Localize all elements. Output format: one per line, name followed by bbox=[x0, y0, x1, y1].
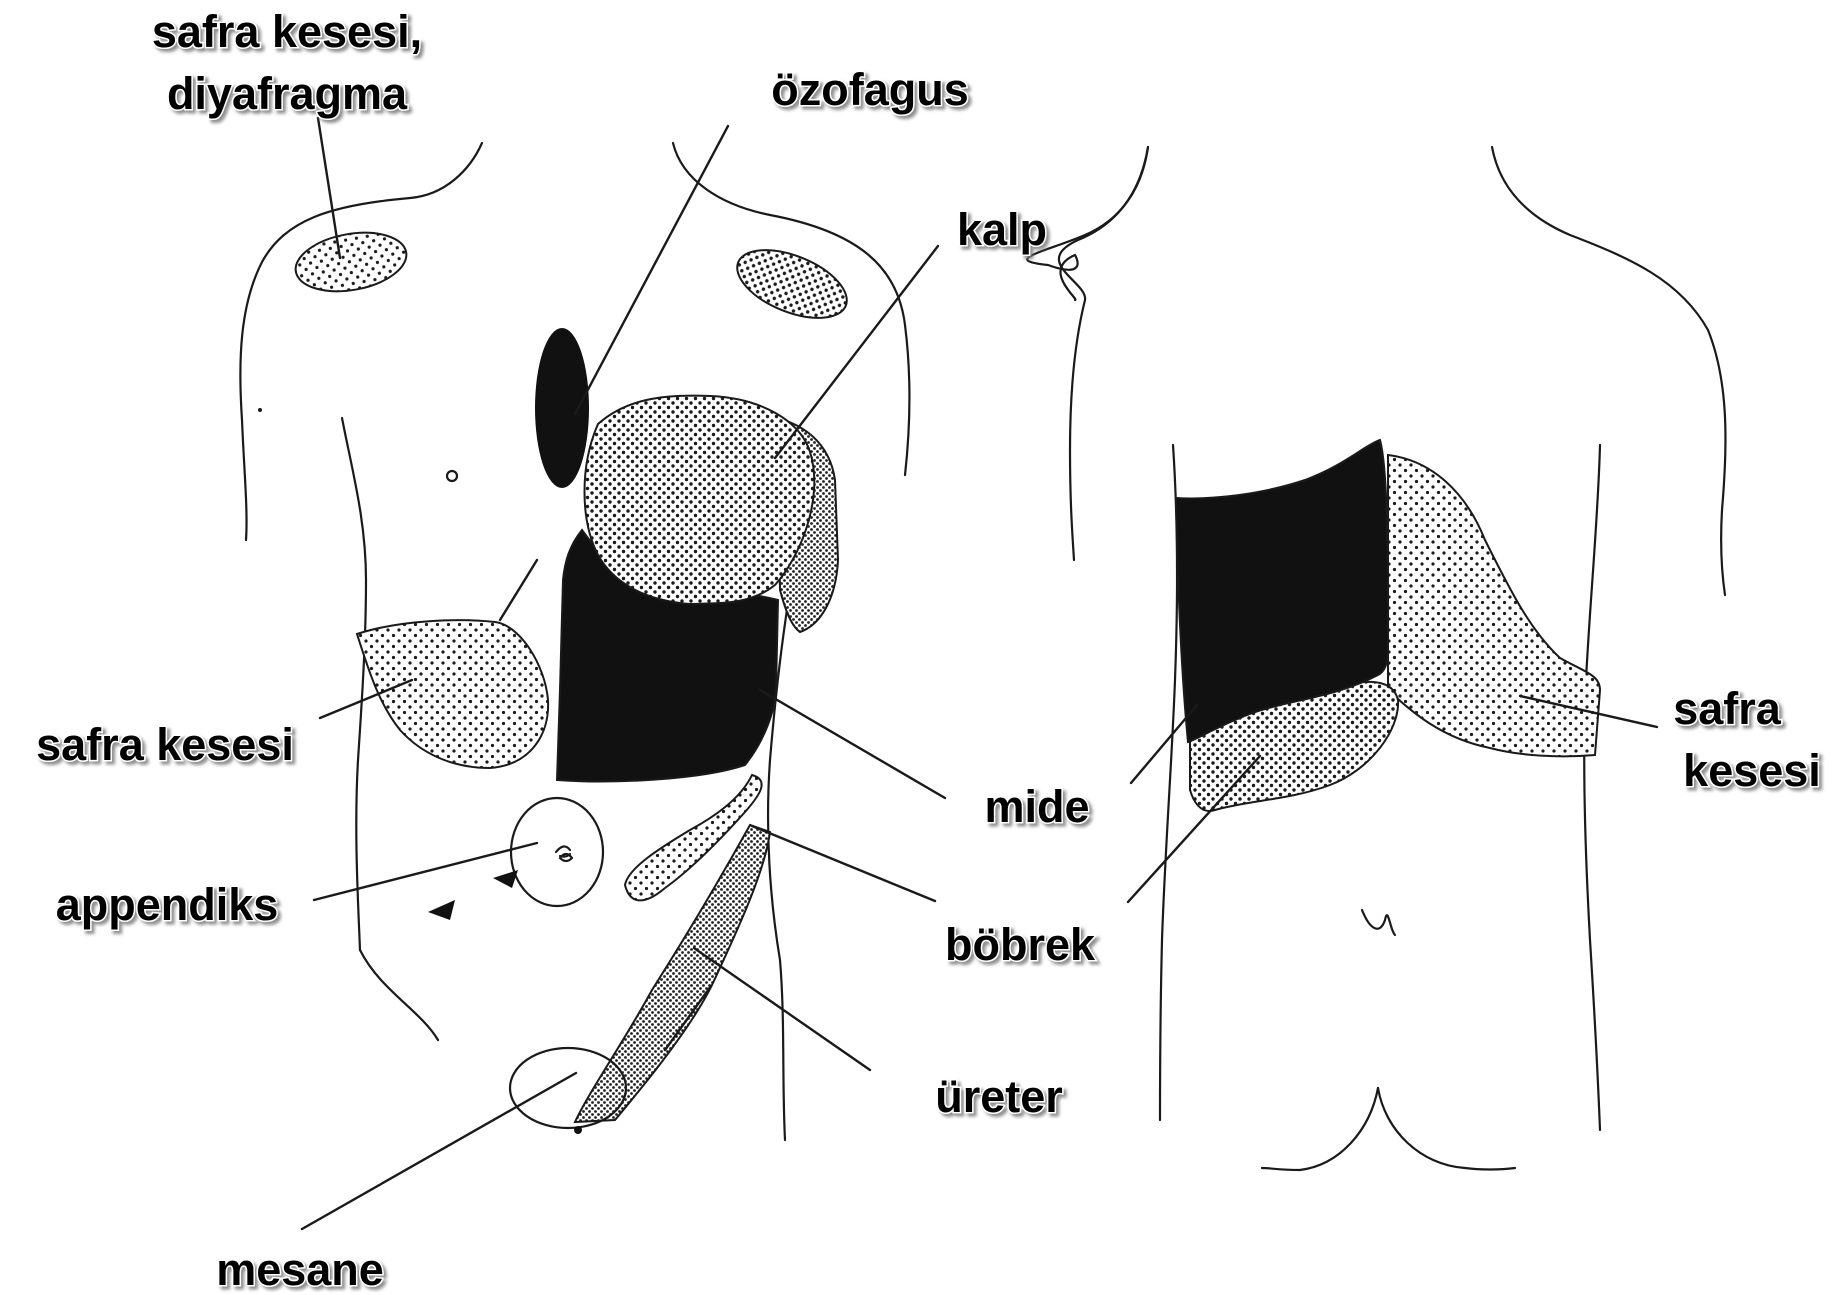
heart-dotted-region bbox=[585, 396, 815, 604]
label-esophagus: özofagus bbox=[771, 64, 969, 115]
front-right-neck-shoulder-line bbox=[240, 143, 482, 540]
back-right-shoulder-line bbox=[1059, 147, 1148, 560]
leader-appendix bbox=[314, 843, 537, 900]
leader-bladder bbox=[302, 1073, 576, 1229]
label-gallbladder-back-line2: kesesi bbox=[1683, 745, 1821, 796]
label-kidney: böbrek bbox=[945, 919, 1096, 970]
back-left-trunk-line bbox=[1584, 445, 1600, 1130]
leader-stomach bbox=[760, 690, 945, 798]
label-appendix: appendiks bbox=[56, 879, 279, 930]
back-left-neck-shoulder-line bbox=[1492, 147, 1725, 595]
leader-back-stomach bbox=[1131, 705, 1197, 783]
front-right-waist-line bbox=[360, 950, 438, 1040]
right-nipple bbox=[447, 471, 457, 481]
leader-kidney bbox=[752, 826, 935, 901]
leader-gallbladder-diaphragm bbox=[318, 118, 340, 258]
leader-gallbladder-front-upper bbox=[500, 560, 537, 620]
gallbladder-front-dotted-region bbox=[357, 620, 548, 768]
label-ureter: üreter bbox=[935, 1071, 1063, 1122]
esophagus-solid-region bbox=[535, 328, 589, 488]
label-gallbladder-diaphragm-line2: diyafragma bbox=[167, 68, 408, 119]
label-heart: kalp bbox=[957, 204, 1047, 255]
label-gallbladder-diaphragm-line1: safra kesesi, bbox=[152, 6, 422, 57]
leader-ureter bbox=[694, 948, 870, 1070]
back-right-trunk-line bbox=[1160, 445, 1177, 1120]
label-gallbladder-front: safra kesesi bbox=[36, 719, 294, 770]
right-shoulder-dotted-region bbox=[291, 225, 411, 300]
back-sacrum-mark bbox=[1362, 910, 1395, 935]
front-pain-regions bbox=[291, 225, 856, 1134]
label-stomach: mide bbox=[984, 781, 1089, 832]
front-right-trunk-line bbox=[342, 418, 366, 950]
left-shoulder-dotted-region bbox=[728, 236, 857, 331]
leader-esophagus bbox=[575, 126, 728, 414]
bladder-dot bbox=[574, 1126, 582, 1134]
front-speck bbox=[258, 408, 262, 412]
label-bladder: mesane bbox=[216, 1244, 384, 1295]
appendix-arrowhead-upper bbox=[493, 870, 518, 888]
appendix-arrowhead-lower bbox=[428, 900, 455, 920]
back-buttock-line bbox=[1262, 1088, 1378, 1170]
back-pain-regions bbox=[1176, 440, 1600, 811]
back-buttock-line-right bbox=[1378, 1088, 1515, 1170]
label-gallbladder-back-line1: safra bbox=[1673, 683, 1782, 734]
back-gallbladder-dotted-region bbox=[1388, 455, 1600, 756]
